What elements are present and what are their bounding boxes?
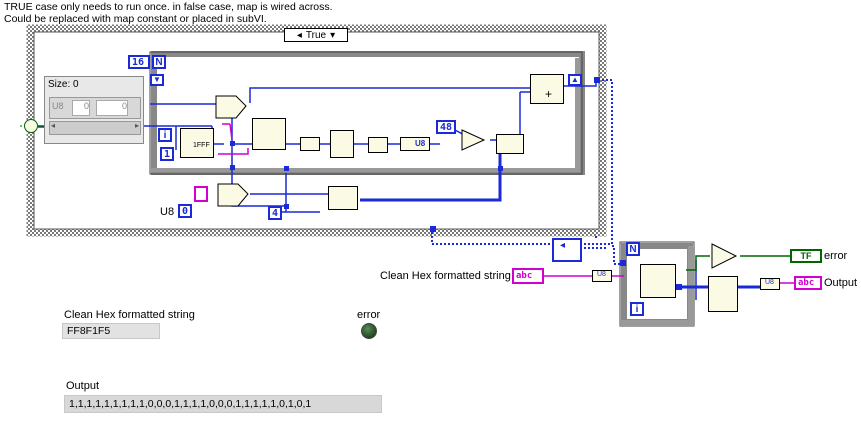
outer-loop-count-terminal[interactable]: N (626, 242, 640, 256)
array-index-display[interactable]: 0 (72, 100, 90, 116)
shift-register-left[interactable]: ▼ (150, 74, 164, 86)
case-selector-label: True (305, 29, 327, 41)
hex-string-control[interactable]: FF8F1F5 (62, 323, 160, 339)
inner-for-loop-frame[interactable] (149, 51, 585, 175)
error-indicator-terminal[interactable]: TF (790, 249, 822, 263)
output-terminal-label: Output (824, 277, 858, 289)
compound-arithmetic-node[interactable] (711, 243, 738, 269)
down-arrow-icon: ▼ (153, 75, 161, 84)
array-size-label: Size: 0 (48, 79, 79, 90)
fff-label: 1FFF (193, 142, 210, 149)
comment-line-2: Could be replaced with map constant or p… (4, 13, 267, 25)
array-constant[interactable]: Size: 0 U8 0 0 ◂ ▸ (44, 76, 144, 144)
error-led-indicator (361, 323, 377, 339)
string-to-bytes-node[interactable]: U8 (592, 270, 612, 282)
array-to-spreadsheet-node[interactable] (708, 276, 738, 312)
select-node-bottom[interactable] (217, 183, 249, 207)
bytes-to-string-node[interactable]: U8 (760, 278, 780, 290)
scroll-right-icon[interactable]: ▸ (134, 121, 139, 130)
decrement-node[interactable] (368, 137, 388, 153)
feedback-node[interactable]: ◂ (552, 238, 582, 262)
plus-icon: + (545, 87, 553, 101)
output-terminal[interactable]: abc (794, 276, 822, 290)
loop-count-constant[interactable]: 16 (128, 55, 150, 69)
bitwise-node[interactable] (252, 118, 286, 150)
run-once-icon[interactable] (24, 119, 38, 133)
error-led-label: error (357, 309, 381, 321)
hex-control-label: Clean Hex formatted string (64, 309, 195, 321)
up-arrow-icon: ▲ (571, 75, 579, 84)
comment-line-1: TRUE case only needs to run once. in fal… (4, 1, 333, 13)
u8-icon-label: U8 (597, 271, 606, 278)
case-next-arrow[interactable]: ▾ (330, 29, 336, 41)
wire-junctions (230, 77, 682, 290)
green-wires (38, 126, 790, 271)
shift-register-right[interactable]: ▲ (568, 74, 582, 86)
array-scrollbar[interactable]: ◂ ▸ (49, 121, 141, 135)
to-array-node[interactable] (300, 137, 320, 151)
case-prev-arrow[interactable]: ◂ (296, 29, 302, 41)
pink-wires (218, 123, 794, 284)
add-node[interactable] (461, 129, 486, 151)
iteration-constant[interactable]: 1 (160, 147, 174, 161)
error-terminal-label: error (824, 250, 848, 262)
output-indicator-label: Output (66, 380, 100, 392)
left-arrow-icon: ◂ (560, 240, 566, 251)
array-type-label: U8 (52, 101, 64, 111)
array-element-row: U8 0 0 (49, 97, 141, 119)
case-selector[interactable]: ◂ True ▾ (284, 28, 348, 42)
add-array-node[interactable]: + (530, 74, 564, 104)
logical-shift-node[interactable]: 1FFF (180, 128, 214, 158)
conversion-node[interactable]: U8 (400, 137, 430, 151)
clean-hex-terminal-label: Clean Hex formatted string (380, 270, 511, 282)
array-element-value[interactable]: 0 (96, 100, 128, 116)
build-array-node[interactable] (496, 134, 524, 154)
u8-type-label: U8 (160, 206, 175, 218)
index-array-node[interactable] (330, 130, 354, 158)
lookup-node[interactable] (640, 264, 676, 298)
inner-loop-count-terminal[interactable]: N (152, 55, 166, 69)
u8-icon-label-2: U8 (765, 279, 774, 286)
clean-hex-terminal[interactable]: abc (512, 268, 544, 284)
select-node-top[interactable] (215, 95, 247, 119)
reshape-array-node[interactable] (328, 186, 358, 210)
diagram-comment: TRUE case only needs to run once. in fal… (4, 1, 333, 25)
comma-string-constant[interactable] (194, 186, 208, 202)
outer-iteration-terminal[interactable]: i (630, 302, 644, 316)
zero-constant[interactable]: 0 (178, 204, 192, 218)
constant-4[interactable]: 4 (268, 206, 282, 220)
inner-iteration-terminal[interactable]: i (158, 128, 172, 142)
u8-node-label: U8 (415, 139, 426, 148)
constant-48[interactable]: 48 (436, 120, 456, 134)
output-string-indicator: 1,1,1,1,1,1,1,1,1,0,0,0,1,1,1,1,0,0,0,1,… (64, 395, 382, 413)
scroll-left-icon[interactable]: ◂ (51, 121, 56, 130)
